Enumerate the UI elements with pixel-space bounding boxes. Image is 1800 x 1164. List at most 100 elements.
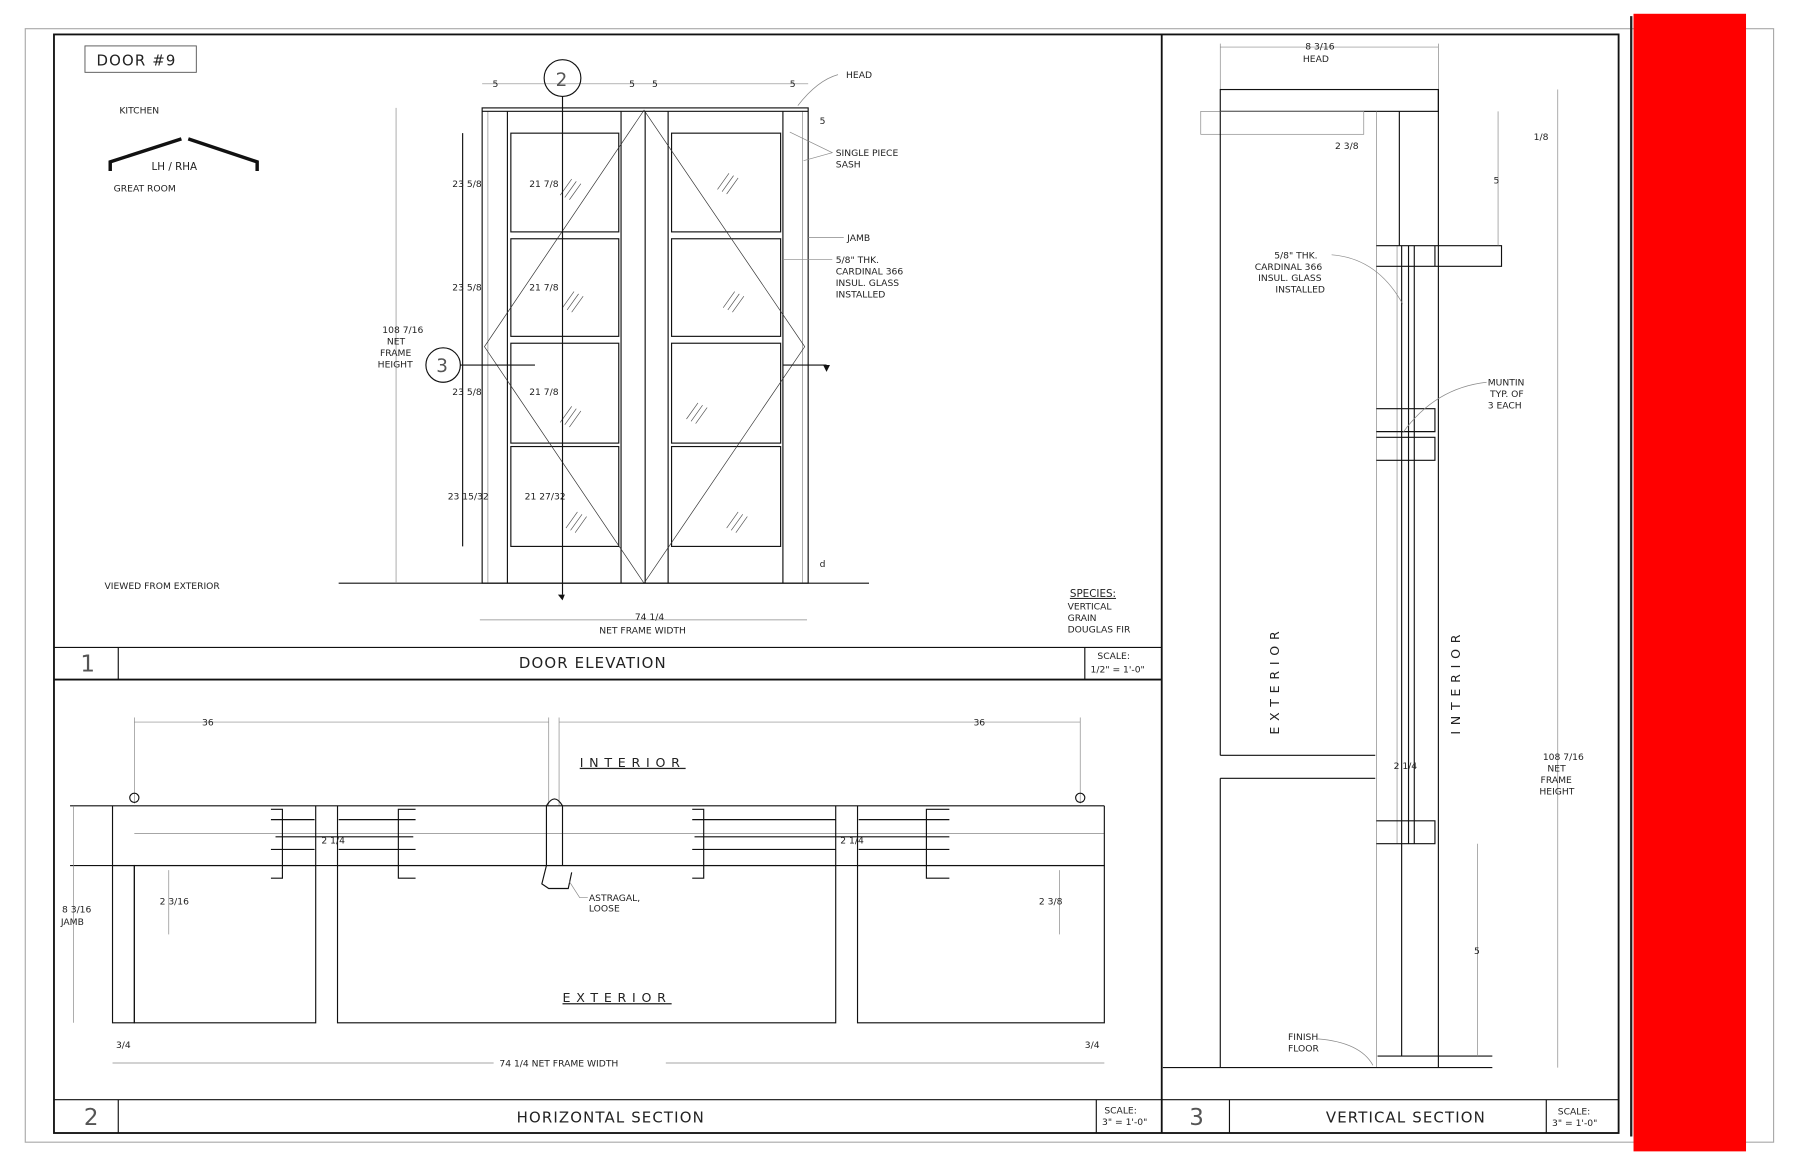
top-dim: 5 <box>790 79 796 90</box>
row-height: 23 5/8 <box>452 179 482 190</box>
callout-glass: INSTALLED <box>1275 285 1325 296</box>
row-height: 23 5/8 <box>452 282 482 293</box>
section-marker-3-label: 3 <box>436 356 448 377</box>
jamb-value: 8 3/16 <box>62 905 92 916</box>
jamb-label: JAMB <box>60 917 84 928</box>
view-title: DOOR ELEVATION <box>519 654 667 672</box>
height-label: HEIGHT <box>378 359 413 370</box>
height-value: 108 7/16 <box>382 325 423 336</box>
callout-glass: CARDINAL 366 <box>836 266 904 277</box>
callout-muntin: TYP. OF <box>1489 389 1524 400</box>
muntin-profile <box>692 808 836 879</box>
view-number: 1 <box>80 652 95 678</box>
drawing-frame <box>53 33 1620 1134</box>
dim-muntin: 2 1/4 <box>1394 761 1418 772</box>
scale-label: SCALE: <box>1104 1105 1137 1116</box>
glass-pane <box>670 342 782 444</box>
top-dim: 5 <box>629 79 635 90</box>
top-dim: 5 <box>652 79 658 90</box>
callout-glass: 5/8" THK. <box>1274 250 1317 261</box>
view-number: 2 <box>84 1105 99 1131</box>
glass-pane <box>510 238 620 337</box>
scale-label: SCALE: <box>1097 651 1130 662</box>
callout-muntin: MUNTIN <box>1488 378 1525 389</box>
reveal-right: 3/4 <box>1085 1040 1100 1051</box>
interior-label: INTERIOR <box>580 755 686 770</box>
leader-line <box>789 131 834 162</box>
astragal <box>545 798 564 866</box>
muntin-profile <box>270 808 315 879</box>
height-label: FRAME <box>380 348 411 359</box>
dim-36-left: 36 <box>202 717 214 728</box>
jamb-section <box>111 864 135 1024</box>
callout-glass: CARDINAL 366 <box>1255 262 1323 273</box>
door-elevation: DOOR #9 KITCHEN LH / RHA GREAT ROOM VIEW… <box>53 45 1162 680</box>
hinge-icon <box>1075 792 1086 803</box>
leader-line <box>797 74 839 106</box>
view-title: HORIZONTAL SECTION <box>517 1109 705 1127</box>
hinge-icon <box>129 792 140 803</box>
rail-section <box>1376 820 1436 845</box>
glass-dim-left: 2 1/4 <box>321 836 345 847</box>
width-label: NET FRAME WIDTH <box>599 626 686 637</box>
head-section <box>1219 88 1439 112</box>
callout-sash: SASH <box>836 160 861 171</box>
head-stop <box>1200 111 1365 135</box>
astragal-label: LOOSE <box>589 903 620 914</box>
scale-label: SCALE: <box>1558 1107 1591 1118</box>
height-label: NET <box>1547 763 1566 774</box>
red-bar <box>1633 13 1747 1152</box>
sash-section <box>133 864 317 1024</box>
muntin-profile <box>858 808 950 879</box>
right-dim: d <box>820 559 826 570</box>
species-line: DOUGLAS FIR <box>1068 625 1131 636</box>
glass-dim-right: 2 1/4 <box>840 836 864 847</box>
section-marker-2-label: 2 <box>556 70 568 91</box>
species-line: VERTICAL <box>1068 602 1113 613</box>
room-top-label: KITCHEN <box>119 106 159 117</box>
callout-glass: 5/8" THK. <box>836 255 879 266</box>
height-label: HEIGHT <box>1539 786 1574 797</box>
leader-line <box>1331 254 1404 305</box>
head-label: HEAD <box>1303 54 1329 65</box>
exterior-label: EXTERIOR <box>563 990 672 1005</box>
interior-label: INTERIOR <box>1448 629 1463 735</box>
dim-five-top: 5 <box>1493 176 1499 187</box>
scale-value: 3" = 1'-0" <box>1102 1117 1147 1128</box>
leader-line <box>569 881 588 899</box>
stop-left: 2 3/16 <box>160 897 190 908</box>
room-bottom-label: GREAT ROOM <box>114 184 176 195</box>
callout-jamb: JAMB <box>846 233 870 244</box>
width-value: 74 1/4 <box>635 612 665 623</box>
glass-height: 21 7/8 <box>529 179 559 190</box>
glass-panes <box>510 132 782 547</box>
viewed-label: VIEWED FROM EXTERIOR <box>104 581 220 592</box>
door-tag: DOOR #9 <box>96 51 176 69</box>
glass-pane <box>510 445 620 547</box>
sash-section <box>856 864 1105 1024</box>
muntin-profile <box>338 808 416 879</box>
top-dim: 5 <box>492 79 498 90</box>
hand-label: LH / RHA <box>152 161 198 173</box>
glass-pane <box>670 445 782 547</box>
glass-pane <box>670 132 782 233</box>
astragal-label: ASTRAGAL, <box>589 893 640 904</box>
leader-line <box>1317 1038 1374 1066</box>
glass-pane <box>510 342 620 444</box>
reveal-left: 3/4 <box>116 1040 131 1051</box>
callout-sash: SINGLE PIECE <box>836 148 899 159</box>
arrow-icon <box>823 365 830 372</box>
page-border <box>24 28 1775 1143</box>
glass-hatch-icons <box>559 173 748 533</box>
finish-floor-label: FLOOR <box>1288 1044 1319 1055</box>
arrow-icon <box>557 594 565 601</box>
glass-pane <box>510 132 620 233</box>
leader-line <box>1402 381 1487 433</box>
door-tag-box <box>84 45 197 73</box>
sash-section <box>336 864 837 1024</box>
glass-height: 21 27/32 <box>525 491 566 502</box>
callout-glass: INSTALLED <box>836 289 886 300</box>
dim-five-bottom: 5 <box>1474 946 1480 957</box>
rail-section <box>1376 245 1503 267</box>
height-value: 108 7/16 <box>1543 752 1584 763</box>
